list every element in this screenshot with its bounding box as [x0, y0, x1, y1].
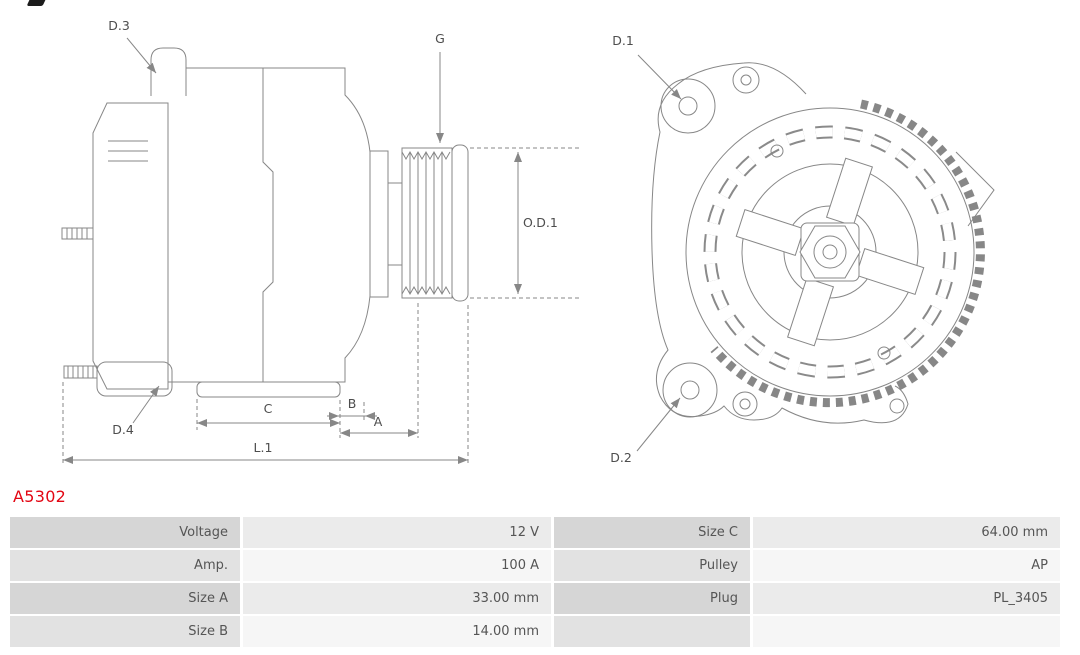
spec-value: 33.00 mm	[243, 583, 551, 614]
spec-value: 12 V	[243, 517, 551, 548]
dim-label-g: G	[435, 31, 445, 46]
dim-label-d1: D.1	[612, 33, 634, 48]
leader-d2	[636, 397, 681, 452]
spec-label: Size B	[10, 616, 240, 647]
dim-label-b: B	[348, 396, 357, 411]
front-view-drawing	[636, 54, 995, 452]
technical-diagram: D.3 D.4 G O.D.1 C B A L.1 D.1 D.2	[61, 18, 995, 465]
front-housing-outline	[651, 62, 909, 424]
spec-table: Voltage 12 V Size C 64.00 mm Amp. 100 A …	[10, 517, 1060, 647]
side-view-drawing	[61, 37, 580, 464]
spec-value: 100 A	[243, 550, 551, 581]
housing-joint	[262, 68, 274, 382]
hole-d2	[680, 380, 700, 400]
lug-d2	[662, 362, 718, 418]
spec-value: AP	[753, 550, 1060, 581]
spec-value: 64.00 mm	[753, 517, 1060, 548]
rear-cover	[92, 102, 169, 390]
side-ear	[955, 151, 995, 227]
dim-label-d4: D.4	[112, 422, 134, 437]
bottom-boss	[196, 381, 341, 398]
shaft-nut	[799, 225, 861, 279]
dim-label-od1: O.D.1	[523, 215, 558, 230]
leader-d3	[126, 37, 157, 74]
leader-d4	[132, 385, 160, 424]
spec-label: Plug	[554, 583, 750, 614]
spec-label: Size A	[10, 583, 240, 614]
dim-label-c: C	[264, 401, 273, 416]
part-number: A5302	[13, 487, 67, 506]
spec-value	[753, 616, 1060, 647]
dim-label-a: A	[374, 414, 383, 429]
spec-label: Amp.	[10, 550, 240, 581]
spec-value: 14.00 mm	[243, 616, 551, 647]
lug-d1	[660, 78, 716, 134]
spec-label: Voltage	[10, 517, 240, 548]
leader-d1	[637, 54, 682, 100]
bplus-stud	[63, 365, 98, 379]
spec-label: Size C	[554, 517, 750, 548]
rear-cover-vents	[108, 140, 148, 162]
mounting-lug-d3	[150, 47, 187, 96]
dim-label-d3: D.3	[108, 18, 130, 33]
dim-label-l1: L.1	[254, 440, 273, 455]
stator-teeth	[710, 99, 985, 408]
mounting-foot-d4	[96, 361, 173, 397]
spec-value: PL_3405	[753, 583, 1060, 614]
pulley-cap	[451, 144, 469, 302]
dim-label-d2: D.2	[610, 450, 632, 465]
spec-label	[554, 616, 750, 647]
hole-d1	[678, 96, 698, 116]
spec-label: Pulley	[554, 550, 750, 581]
main-housing	[168, 67, 371, 383]
